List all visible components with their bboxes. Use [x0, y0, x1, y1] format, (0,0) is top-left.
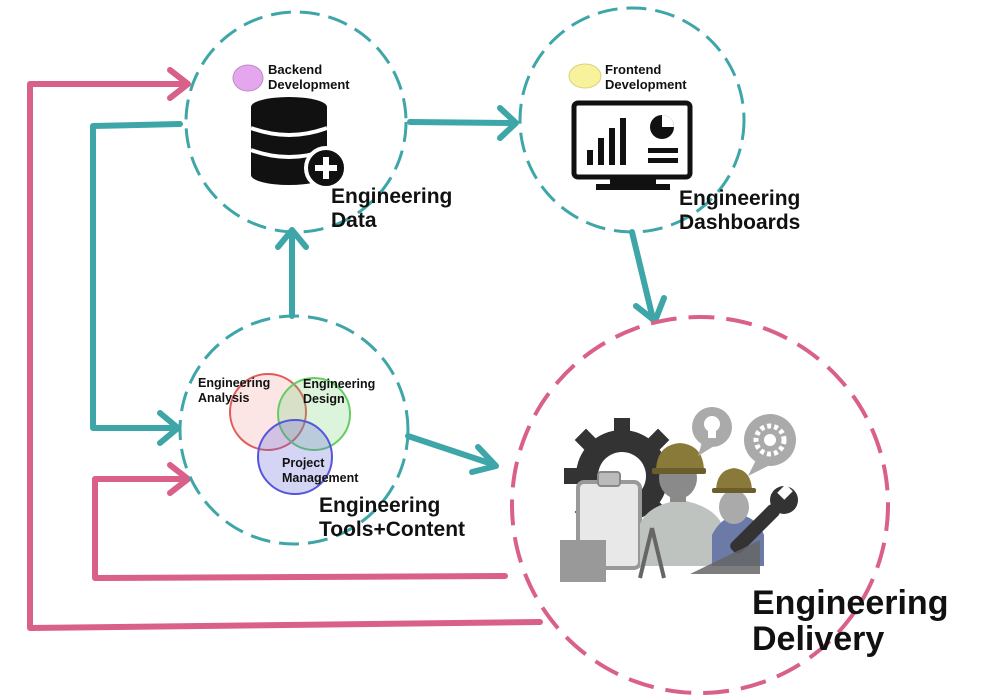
inner-feedback-arrowhead — [167, 462, 191, 496]
right-teal-arrowhead — [497, 105, 519, 141]
frontend-tag-dot — [568, 63, 602, 89]
outer-feedback-line — [27, 81, 543, 631]
box-icon — [560, 540, 606, 582]
teal-flow-arrows — [90, 105, 667, 475]
compass-icon — [638, 527, 666, 579]
inner-feedback-line — [92, 476, 508, 581]
worker-person-icon — [640, 443, 722, 566]
diag-teal-line — [405, 433, 495, 467]
engineering-tools-circle — [178, 314, 410, 546]
outer-feedback-arrowhead — [167, 67, 191, 101]
hard-hat-icon — [652, 443, 706, 474]
lightbulb-bubble-icon — [692, 407, 732, 456]
venn-analysis-circle — [229, 373, 307, 451]
database-plus-icon — [250, 97, 348, 190]
wrench-icon — [730, 484, 798, 554]
ruler-triangle-icon — [690, 540, 760, 574]
engineering-delivery-circle — [510, 315, 890, 695]
venn-design-circle — [277, 377, 351, 451]
engineering-dashboards-circle — [518, 6, 746, 234]
engineering-data-circle — [184, 10, 408, 234]
left-teal-line — [90, 121, 183, 431]
down-teal-line — [629, 229, 655, 318]
gear-bubble-icon — [744, 414, 796, 476]
monitor-chart-icon — [571, 100, 693, 190]
venn-project-circle — [257, 419, 333, 495]
right-teal-line — [407, 119, 513, 126]
up-teal-arrowhead — [275, 227, 309, 250]
pink-feedback-arrows — [27, 67, 543, 631]
diag-teal-arrowhead — [469, 444, 499, 475]
left-teal-arrowhead — [157, 410, 181, 446]
backend-tag-dot — [232, 64, 264, 92]
